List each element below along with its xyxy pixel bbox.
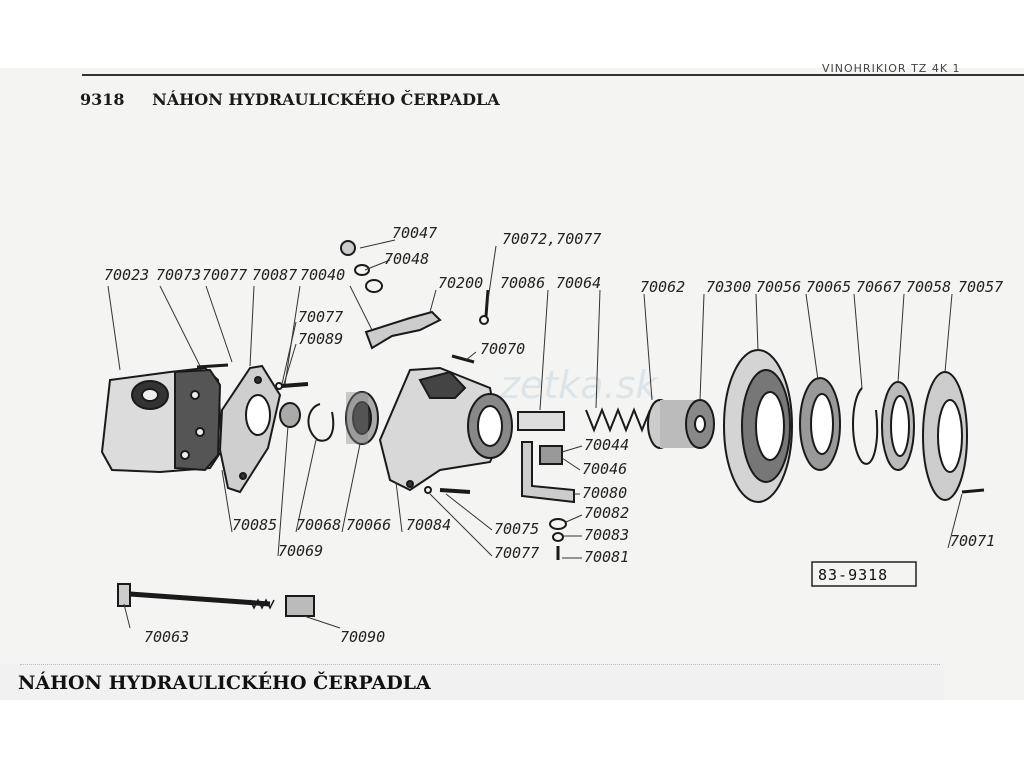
- washer: [424, 486, 432, 494]
- top-rule: [82, 74, 1024, 76]
- drawing-code-box: [811, 561, 917, 587]
- part-label: 70048: [384, 250, 429, 268]
- pump-body: [100, 366, 224, 474]
- part-label: 70047: [392, 224, 437, 242]
- part-label: 70040: [300, 266, 345, 284]
- bolt: [439, 488, 471, 494]
- footer-title: NÁHON HYDRAULICKÉHO ČERPADLA: [18, 672, 431, 694]
- cover: [922, 371, 968, 501]
- part-label: 70070: [480, 340, 525, 358]
- part-label: 70044: [584, 436, 629, 454]
- header-strip-text: VINOHRIKIOR TZ 4K 1: [822, 62, 961, 75]
- flange-plate: [218, 364, 282, 494]
- coupling: [279, 402, 301, 428]
- nut: [285, 595, 315, 617]
- section-number: 9318: [80, 90, 125, 109]
- parts-drawing: [100, 240, 985, 617]
- part-label: 70080: [582, 484, 627, 502]
- pin: [451, 354, 475, 364]
- part-label: 70063: [144, 628, 189, 646]
- part-label: 70062: [640, 278, 685, 296]
- part-label: 70073: [156, 266, 201, 284]
- washer: [365, 279, 383, 293]
- leader-lines: [107, 239, 963, 629]
- part-label: 70058: [906, 278, 951, 296]
- bolt: [196, 363, 229, 369]
- part-label: 70200: [438, 274, 483, 292]
- pulley: [723, 349, 793, 503]
- part-label: 70068: [296, 516, 341, 534]
- part-label: 70082: [584, 504, 629, 522]
- bolt: [281, 382, 309, 388]
- washer: [552, 532, 564, 542]
- long-bolt: [117, 583, 275, 610]
- bearing: [345, 391, 379, 445]
- bracket: [521, 441, 575, 504]
- watermark: zetka.sk: [499, 363, 659, 407]
- washer: [549, 518, 567, 530]
- part-label: 70069: [278, 542, 323, 560]
- part-label: 70077: [202, 266, 247, 284]
- lever: [364, 310, 442, 350]
- shaft-spring: [517, 407, 651, 433]
- part-label: 70065: [806, 278, 851, 296]
- bearing: [799, 377, 841, 471]
- footer-divider: [20, 664, 940, 665]
- hub: [647, 399, 715, 449]
- part-label: 70089: [298, 330, 343, 348]
- drawing-code: 83-9318: [818, 566, 888, 584]
- part-label: 70046: [582, 460, 627, 478]
- bolt: [484, 289, 490, 317]
- part-label: 70090: [340, 628, 385, 646]
- bearing-housing: [378, 366, 513, 492]
- nut: [539, 445, 563, 465]
- part-label: 70072,70077: [502, 230, 601, 248]
- part-label: 70085: [232, 516, 277, 534]
- part-label: 70023: [104, 266, 149, 284]
- part-label: 70057: [958, 278, 1003, 296]
- cap: [340, 240, 356, 256]
- washer: [275, 382, 283, 390]
- part-label: 70071: [950, 532, 995, 550]
- bolt: [961, 488, 985, 494]
- part-label: 70077: [494, 544, 539, 562]
- page-header: 9318 NÁHON HYDRAULICKÉHO ČERPADLA: [80, 90, 500, 109]
- part-label: 70075: [494, 520, 539, 538]
- part-label: 70087: [252, 266, 297, 284]
- part-label: 70300: [706, 278, 751, 296]
- part-label: 70064: [556, 274, 601, 292]
- section-title: NÁHON HYDRAULICKÉHO ČERPADLA: [152, 90, 500, 109]
- washer: [354, 264, 370, 276]
- part-label: 70081: [584, 548, 629, 566]
- part-label: 70066: [346, 516, 391, 534]
- part-label: 70667: [856, 278, 901, 296]
- footer-band: [0, 664, 944, 700]
- part-label: 70083: [584, 526, 629, 544]
- snap-ring: [307, 403, 335, 442]
- part-label: 70077: [298, 308, 343, 326]
- seal-ring: [881, 381, 915, 471]
- washer: [479, 315, 489, 325]
- part-label: 70086: [500, 274, 545, 292]
- part-label: 70084: [406, 516, 451, 534]
- snap-ring: [852, 387, 879, 465]
- part-label: 70056: [756, 278, 801, 296]
